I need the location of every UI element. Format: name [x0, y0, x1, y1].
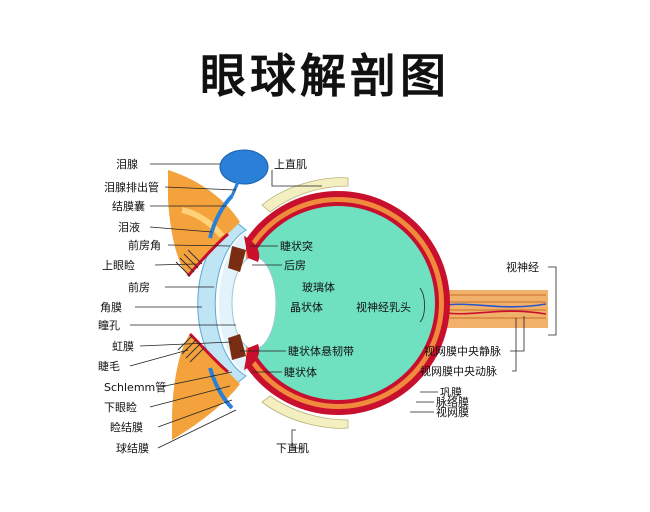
label-vitreous-body: 玻璃体	[302, 280, 335, 294]
label-anterior-chamber-angle: 前房角	[128, 238, 161, 252]
label-lower-eyelid: 下眼睑	[104, 401, 137, 414]
label-schlemm-canal: Schlemm管	[104, 380, 166, 394]
ciliary-body-upper	[244, 236, 260, 262]
eyelash-lower	[177, 335, 205, 363]
label-optic-nerve: 视神经	[506, 260, 539, 274]
label-anterior-chamber: 前房	[128, 280, 150, 294]
upper-eyelid-shape	[168, 170, 240, 276]
label-bulbar-conjunctiva: 球结膜	[116, 441, 149, 455]
eyelids	[168, 170, 240, 440]
eyeball	[226, 191, 450, 415]
eyelash-upper	[175, 249, 203, 277]
label-cornea: 角膜	[100, 301, 122, 314]
label-palpebral-conjunctiva: 睑结膜	[110, 421, 143, 434]
label-eyelash: 睫毛	[98, 360, 120, 373]
label-central-retinal-artery: 视网膜中央动脉	[420, 364, 497, 378]
label-inferior-rectus: 下直肌	[276, 441, 309, 455]
label-central-retinal-vein: 视网膜中央静脉	[424, 344, 501, 358]
lacrimal-gland-shape	[219, 149, 269, 185]
label-optic-disc: 视神经乳头	[356, 300, 411, 314]
label-superior-rectus: 上直肌	[274, 157, 307, 171]
label-ciliary-process: 睫状突	[280, 239, 313, 253]
diagram-title: 眼球解剖图	[200, 49, 450, 103]
ciliary-body-lower	[244, 344, 260, 370]
label-sclera: 巩膜	[440, 386, 462, 399]
label-lens: 晶状体	[290, 300, 323, 314]
label-choroid: 脉络膜	[436, 395, 469, 409]
label-pupil: 瞳孔	[98, 318, 120, 332]
label-lacrimal-duct: 泪腺排出管	[104, 180, 159, 194]
label-posterior-chamber: 后房	[284, 259, 306, 272]
iris-lower-shape	[228, 334, 246, 360]
label-ciliary-body: 睫状体	[284, 365, 317, 379]
cornea-shape	[197, 221, 247, 385]
superior-rectus-shape	[261, 177, 349, 213]
label-upper-eyelid: 上眼睑	[102, 259, 135, 272]
label-ciliary-zonule: 睫状体悬韧带	[288, 344, 354, 358]
anterior-segment	[197, 221, 277, 385]
label-tear-fluid: 泪液	[118, 220, 140, 234]
lower-eyelid-shape	[172, 334, 240, 440]
inferior-rectus-shape	[261, 395, 349, 429]
label-iris: 虹膜	[112, 340, 134, 353]
optic-nerve-shape	[438, 290, 548, 328]
vitreous-body-shape	[241, 206, 435, 400]
label-retina: 视网膜	[436, 405, 469, 419]
label-conjunctival-sac: 结膜囊	[112, 199, 145, 213]
iris-upper-shape	[228, 246, 246, 272]
label-lacrimal-gland: 泪腺	[116, 157, 138, 171]
lacrimal-duct-shape	[230, 181, 240, 197]
